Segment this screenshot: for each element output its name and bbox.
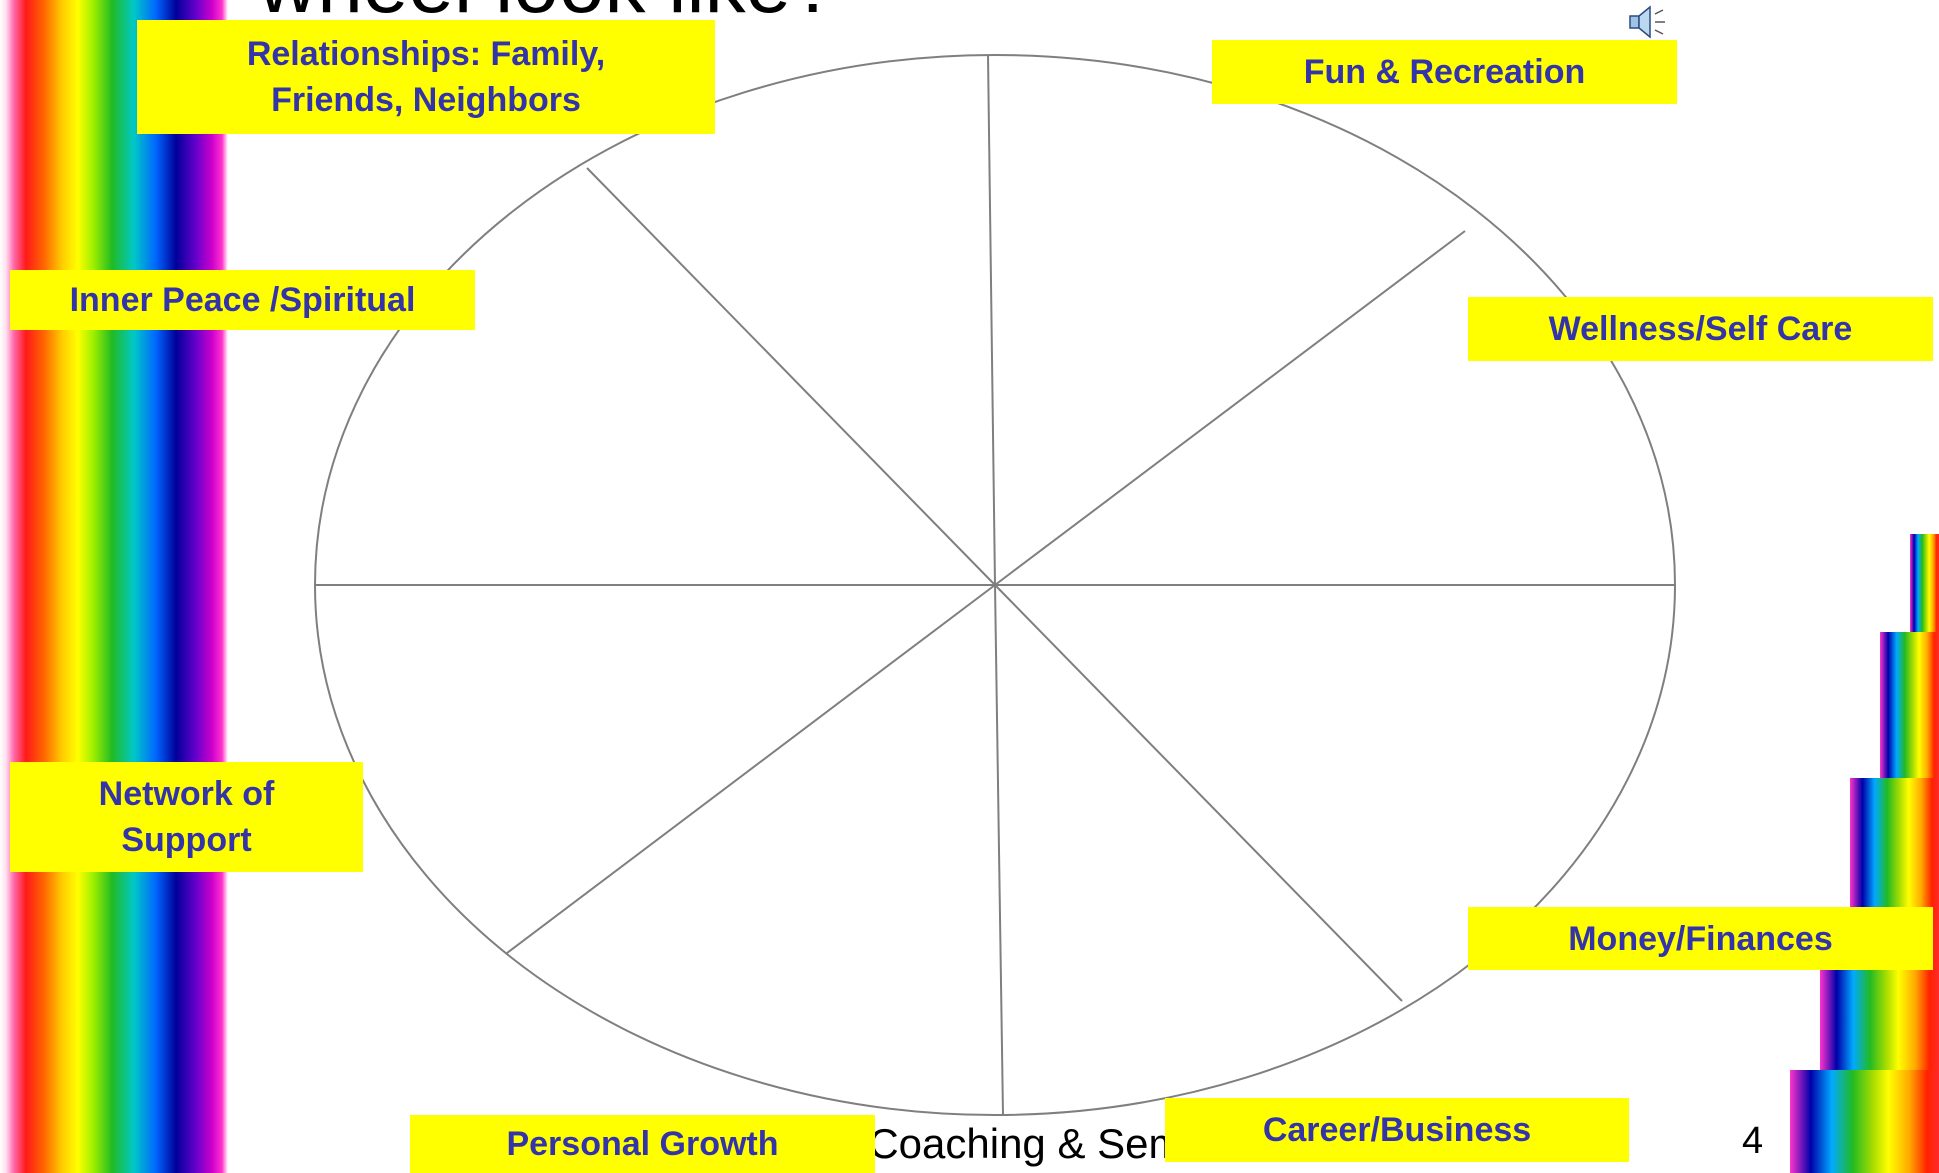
wheel-spoke (586, 167, 996, 586)
page-number: 4 (1742, 1120, 1764, 1162)
wheel-spoke (506, 584, 996, 954)
label-wellness: Wellness/Self Care (1468, 297, 1933, 361)
label-personal-growth: Personal Growth (410, 1115, 875, 1173)
label-relationships: Relationships: Family, Friends, Neighbor… (137, 20, 715, 134)
rainbow-stair-step-3 (1850, 778, 1939, 924)
label-inner-peace: Inner Peace /Spiritual (10, 270, 475, 330)
label-fun-recreation: Fun & Recreation (1212, 40, 1677, 104)
rainbow-stair-step-5 (1910, 534, 1939, 632)
wheel-spoke (994, 584, 1403, 1002)
label-money-finances: Money/Finances (1468, 907, 1933, 970)
wheel-spoke (994, 584, 1004, 1116)
rainbow-stair-step-1 (1790, 1070, 1939, 1173)
rainbow-stair-step-4 (1880, 632, 1939, 778)
wheel-spoke (987, 54, 996, 586)
label-career-business: Career/Business (1165, 1098, 1629, 1162)
rainbow-stripe-left (0, 0, 228, 1173)
speaker-icon[interactable] (1628, 4, 1668, 40)
wheel-spoke (994, 230, 1466, 586)
label-network-support: Network of Support (10, 762, 363, 872)
